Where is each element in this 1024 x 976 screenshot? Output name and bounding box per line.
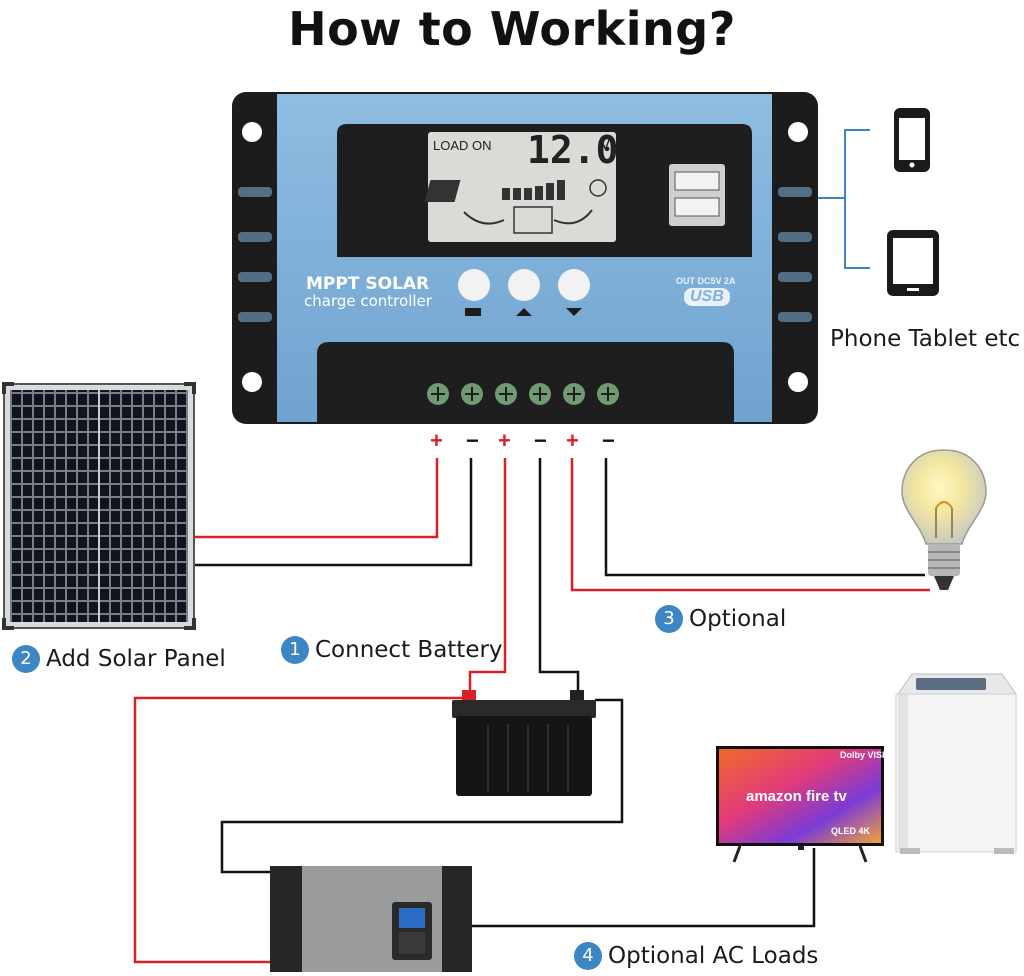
solar-negative-wire xyxy=(195,458,473,567)
usb-spec: OUT DC5V 2A xyxy=(676,276,736,286)
tv-badge: Dolby VISION xyxy=(840,750,899,760)
tv-model: QLED 4K xyxy=(831,826,871,836)
charge-controller xyxy=(232,92,818,424)
light-bulb-icon xyxy=(901,449,987,590)
step-badge: 1 xyxy=(281,636,309,664)
ac-load-wire xyxy=(470,848,816,928)
lcd-voltage: 12.0 xyxy=(527,128,619,172)
load-positive-wire xyxy=(570,458,930,592)
step-badge: 2 xyxy=(12,645,40,673)
polarity-minus: − xyxy=(534,428,547,453)
battery-negative-wire xyxy=(538,458,580,692)
step-text: Optional xyxy=(689,606,787,632)
brand-line1: MPPT SOLAR xyxy=(306,274,430,294)
television xyxy=(716,746,884,863)
tv-brand: amazon fire tv xyxy=(746,788,847,805)
polarity-plus: + xyxy=(430,428,443,453)
load-negative-wire xyxy=(604,458,925,577)
usb-branch-line xyxy=(844,129,870,269)
inverter-positive-wire xyxy=(133,696,466,964)
terminal-polarity-row: + − + − + − xyxy=(428,428,628,458)
solar-panel xyxy=(2,382,196,630)
polarity-minus: − xyxy=(466,428,479,453)
brand-line2: charge controller xyxy=(304,292,432,310)
battery-positive-wire xyxy=(468,458,507,690)
solar-positive-wire xyxy=(195,458,439,539)
diagram-title: How to Working? xyxy=(288,2,736,56)
step-badge: 3 xyxy=(655,605,683,633)
polarity-minus: − xyxy=(602,428,615,453)
lcd-unit: V xyxy=(600,136,611,153)
lcd-status: LOAD ON xyxy=(433,138,492,153)
phone-icon xyxy=(894,108,930,172)
step-badge: 4 xyxy=(574,942,602,970)
step-text: Connect Battery xyxy=(315,637,503,663)
polarity-plus: + xyxy=(498,428,511,453)
battery xyxy=(452,690,596,796)
usb-logo: USB xyxy=(684,288,730,306)
washing-machine xyxy=(895,673,1017,854)
inverter xyxy=(270,866,472,972)
inverter-negative-wire xyxy=(220,698,624,874)
polarity-plus: + xyxy=(566,428,579,453)
tablet-icon xyxy=(887,230,939,296)
step-text: Add Solar Panel xyxy=(46,646,226,672)
phone-tablet-label: Phone Tablet etc xyxy=(830,326,1021,352)
step-text: Optional AC Loads xyxy=(608,943,819,969)
